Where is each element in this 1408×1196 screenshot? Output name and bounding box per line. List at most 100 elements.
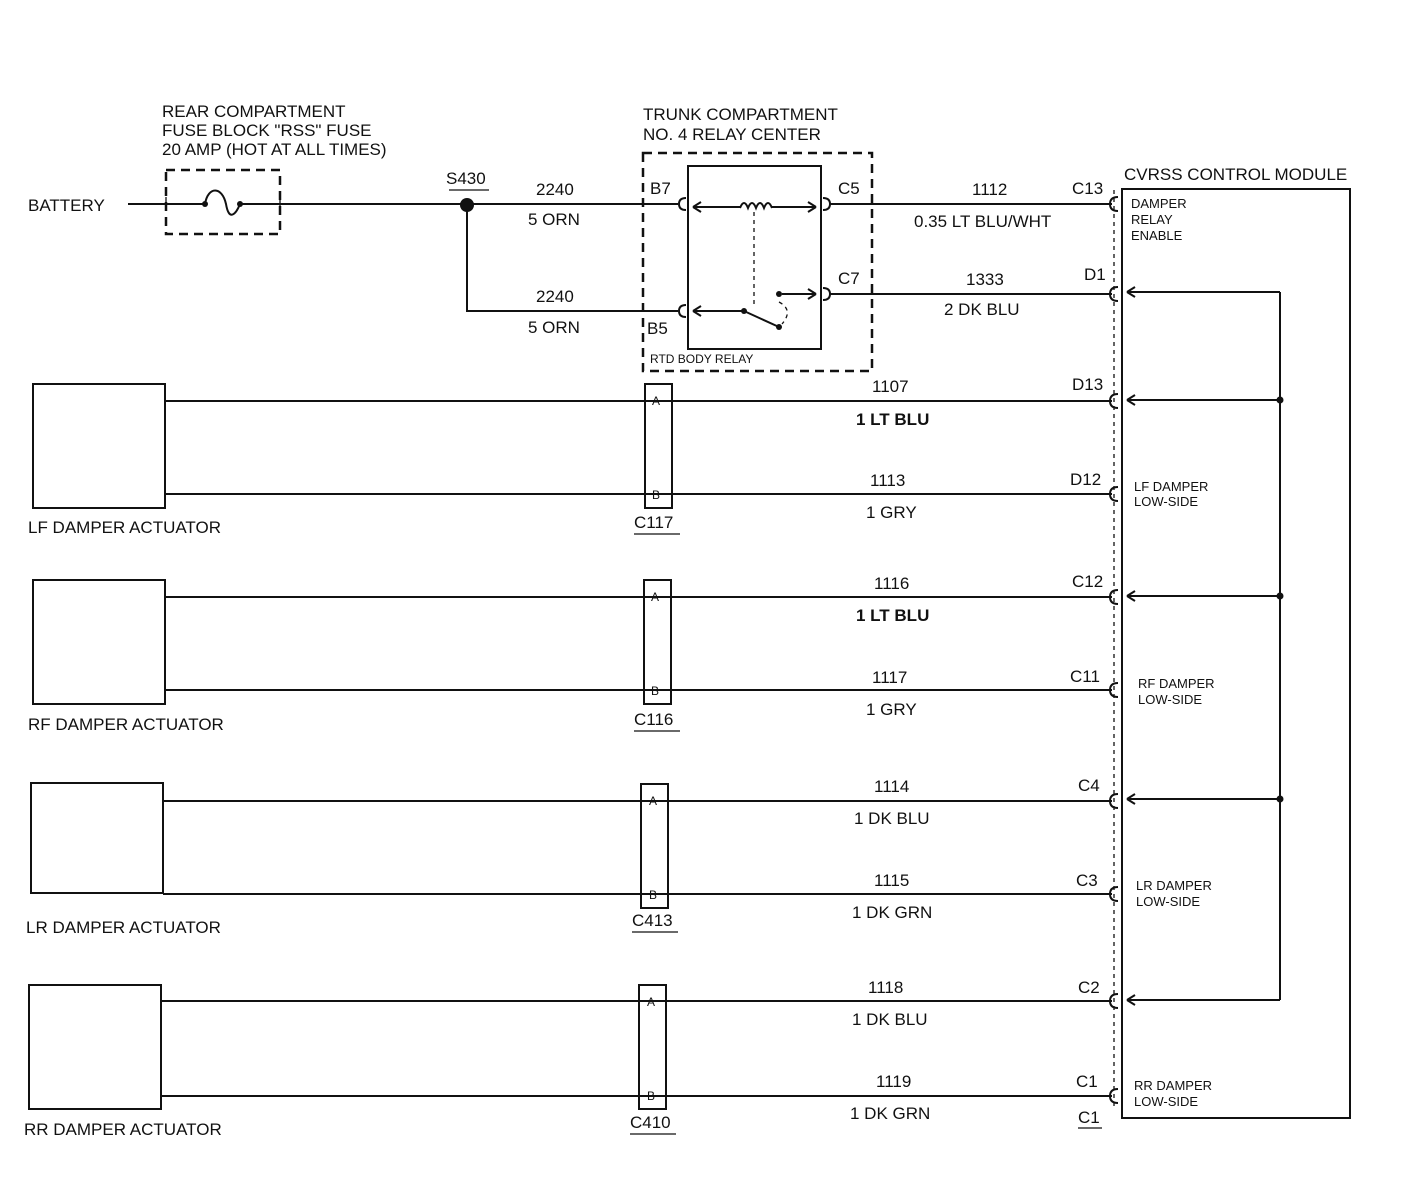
module-cavity-a [1108,589,1119,605]
inline-connector-label: C413 [632,911,673,930]
wire-b-circuit: 1117 [872,668,907,687]
enable-line-2: RELAY [1131,212,1173,227]
wire-circuit-1333: 1333 [966,270,1004,289]
relay-coil-symbol [739,202,773,211]
pin-a-letter: A [652,394,660,408]
fuse-title-line-1: REAR COMPARTMENT [162,102,346,121]
actuator-name: LF DAMPER ACTUATOR [28,518,221,537]
module-cavity-a [1108,993,1119,1009]
relay-center-title-line-1: TRUNK COMPARTMENT [643,105,838,124]
pin-b-letter: B [651,684,659,698]
splice-label: S430 [446,169,486,188]
lowside-line-2: LOW-SIDE [1138,692,1202,707]
relay-center-title-line-2: NO. 4 RELAY CENTER [643,125,821,144]
module-title: CVRSS CONTROL MODULE [1124,165,1347,184]
pin-a-letter: A [649,794,657,808]
switch-blade [743,310,780,328]
module-cavity-b [1108,682,1119,698]
inline-connector [640,783,669,909]
wire-b-color: 1 DK GRN [850,1104,930,1123]
cavity-c5 [822,197,832,211]
lowside-line-1: RF DAMPER [1138,676,1215,691]
actuator-group-lf: LF DAMPER ACTUATOR A B C117 1107 1 LT BL… [28,375,1284,537]
wire-a-circuit: 1114 [874,777,909,796]
inline-connector-label: C410 [630,1113,671,1132]
actuator-name: LR DAMPER ACTUATOR [26,918,221,937]
wire-color-2240-bottom: 5 ORN [528,318,580,337]
module-pin-a: C4 [1078,776,1100,795]
inline-connector [638,984,667,1110]
actuator-group-lr: LR DAMPER ACTUATOR A B C413 1114 1 DK BL… [26,776,1284,937]
fuse-block-outline [164,168,282,236]
damper-actuator-box [32,383,166,509]
lowside-line-2: LOW-SIDE [1134,494,1198,509]
module-pin-a: C12 [1072,572,1103,591]
wire-circuit-2240-top: 2240 [536,180,574,199]
bus-junction [1276,592,1284,600]
cavity-d1 [1108,286,1119,302]
enable-line-1: DAMPER [1131,196,1187,211]
actuator-name: RR DAMPER ACTUATOR [24,1120,222,1139]
pin-c5-label: C5 [838,179,860,198]
actuator-group-rf: RF DAMPER ACTUATOR A B C116 1116 1 LT BL… [28,572,1284,734]
damper-actuator-box [32,579,166,705]
arrow-head [1126,590,1136,602]
arrow-head [1126,286,1136,298]
pin-b7-label: B7 [650,179,671,198]
pin-c7-label: C7 [838,269,860,288]
wire-b-circuit: 1115 [874,871,909,890]
inline-connector-label: C117 [634,513,673,532]
fuse-block: REAR COMPARTMENT FUSE BLOCK "RSS" FUSE 2… [162,102,387,236]
wire-a-color: 1 LT BLU [856,410,929,429]
enable-line-3: ENABLE [1131,228,1183,243]
wire-a-color: 1 DK BLU [854,809,930,828]
module-cavity-a [1108,393,1119,409]
pin-d1-label: D1 [1084,265,1106,284]
relay-center: TRUNK COMPARTMENT NO. 4 RELAY CENTER RTD… [641,105,874,373]
wire-a-circuit: 1118 [868,978,903,997]
lowside-line-1: LR DAMPER [1136,878,1212,893]
wire-circuit-1112: 1112 [972,180,1007,199]
pin-a-letter: A [651,590,659,604]
pin-b-letter: B [647,1089,655,1103]
switch-contact [776,324,782,330]
module-pin-b: C3 [1076,871,1098,890]
inline-connector [644,383,673,509]
cavity-c13 [1108,196,1119,212]
arrow-head [807,288,817,300]
lowside-line-1: LF DAMPER [1134,479,1208,494]
module-connector-label: C1 [1078,1108,1100,1127]
feed-wire-2240-bottom [466,205,678,312]
inline-connector [643,579,672,705]
switch-motion-indicator [778,301,788,325]
arrow-head [1126,994,1136,1006]
arrow-head [692,305,702,317]
module-pin-b: C11 [1070,667,1100,686]
damper-actuator-box [30,782,164,894]
wire-a-color: 1 DK BLU [852,1010,928,1029]
cavity-b5 [677,304,687,318]
cavity-c7 [822,287,832,301]
wire-a-circuit: 1107 [872,377,909,396]
actuator-name: RF DAMPER ACTUATOR [28,715,224,734]
pin-a-letter: A [647,995,655,1009]
wire-b-circuit: 1113 [870,471,905,490]
actuator-group-rr: RR DAMPER ACTUATOR A B C410 1118 1 DK BL… [24,978,1280,1139]
arrow-head [692,201,702,213]
lowside-line-1: RR DAMPER [1134,1078,1212,1093]
wire-color-1333: 2 DK BLU [944,300,1020,319]
lowside-line-2: LOW-SIDE [1134,1094,1198,1109]
wire-circuit-2240-bottom: 2240 [536,287,574,306]
cvrss-control-module: CVRSS CONTROL MODULE C13 DAMPER RELAY EN… [1072,165,1351,1129]
switch-contact [776,291,782,297]
fuse-title-line-3: 20 AMP (HOT AT ALL TIMES) [162,140,387,159]
relay-label: RTD BODY RELAY [650,352,753,366]
module-cavity-b [1108,886,1119,902]
module-cavity-a [1108,793,1119,809]
module-pin-a: D13 [1072,375,1103,394]
fuse-symbol [204,189,241,216]
module-cavity-b [1108,486,1119,502]
module-pin-b: C1 [1076,1072,1098,1091]
module-pin-a: C2 [1078,978,1100,997]
